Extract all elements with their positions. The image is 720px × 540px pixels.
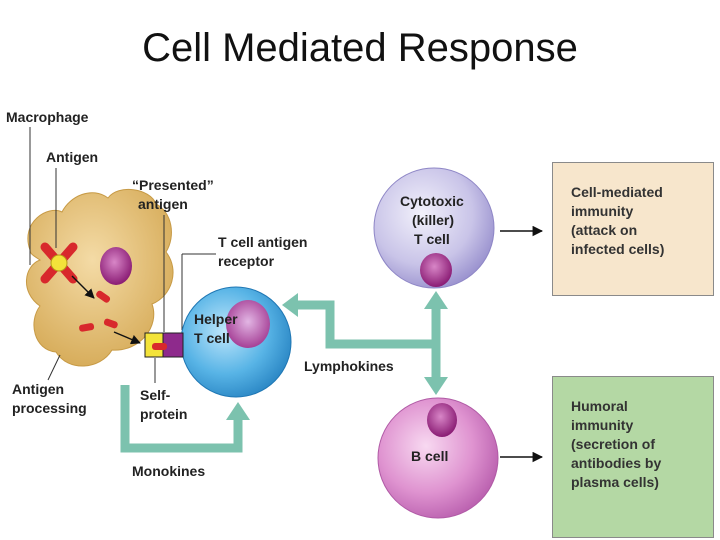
humoral-line: plasma cells) — [571, 474, 659, 490]
antigen-label: Antigen — [46, 149, 99, 165]
lymphokines-arrow — [282, 291, 448, 395]
lymphokines-label: Lymphokines — [304, 358, 394, 374]
presented-antigen-icon — [152, 343, 167, 350]
cytotoxic-label-line1: Cytotoxic — [400, 193, 464, 209]
cytotoxic-label-line2: (killer) — [412, 212, 455, 228]
antigen-fragment — [103, 318, 118, 329]
cell-mediated-line: (attack on — [571, 222, 638, 238]
antigen-fragment — [96, 290, 111, 303]
presented-antigen-label-line2: antigen — [138, 196, 188, 212]
macrophage-label: Macrophage — [6, 109, 89, 125]
cell-mediated-line: immunity — [571, 203, 634, 219]
antigen-processing-label-line2: processing — [12, 400, 87, 416]
monokines-label: Monokines — [132, 463, 206, 479]
humoral-line: antibodies by — [571, 455, 662, 471]
macrophage-cell — [26, 188, 174, 367]
cell-mediated-line: infected cells) — [571, 241, 665, 257]
cytotoxic-t-cell — [373, 167, 495, 289]
cell-mediated-line: Cell-mediated — [571, 184, 663, 200]
humoral-line: Humoral — [571, 398, 628, 414]
self-protein-label-line2: protein — [140, 406, 188, 422]
macrophage-nucleus — [100, 247, 132, 285]
cytotoxic-label-line3: T cell — [414, 231, 450, 247]
antigen-icon — [40, 242, 78, 284]
helper-t-cell-nucleus — [226, 300, 270, 348]
tcr-label-line2: receptor — [218, 253, 275, 269]
presented-antigen-label-line1: “Presented” — [132, 177, 214, 193]
humoral-line: (secretion of — [571, 436, 656, 452]
monokines-arrow — [120, 385, 250, 453]
cell-mediated-immunity-box: Cell-mediated immunity (attack on infect… — [552, 162, 714, 296]
helper-label-line1: Helper — [194, 311, 238, 327]
b-cell-nucleus — [427, 403, 457, 437]
page-title: Cell Mediated Response — [142, 26, 578, 70]
b-cell-label: B cell — [411, 448, 449, 464]
b-cell — [377, 397, 499, 519]
helper-label-line2: T cell — [194, 330, 230, 346]
cytotoxic-t-cell-nucleus — [420, 253, 452, 287]
humoral-immunity-box: Humoral immunity (secretion of antibodie… — [552, 376, 714, 538]
tcr-label-line1: T cell antigen — [218, 234, 308, 250]
self-protein-label-line1: Self- — [140, 387, 171, 403]
humoral-line: immunity — [571, 417, 634, 433]
antigen-processing-label-line1: Antigen — [12, 381, 65, 397]
antigen-fragment — [79, 323, 95, 332]
